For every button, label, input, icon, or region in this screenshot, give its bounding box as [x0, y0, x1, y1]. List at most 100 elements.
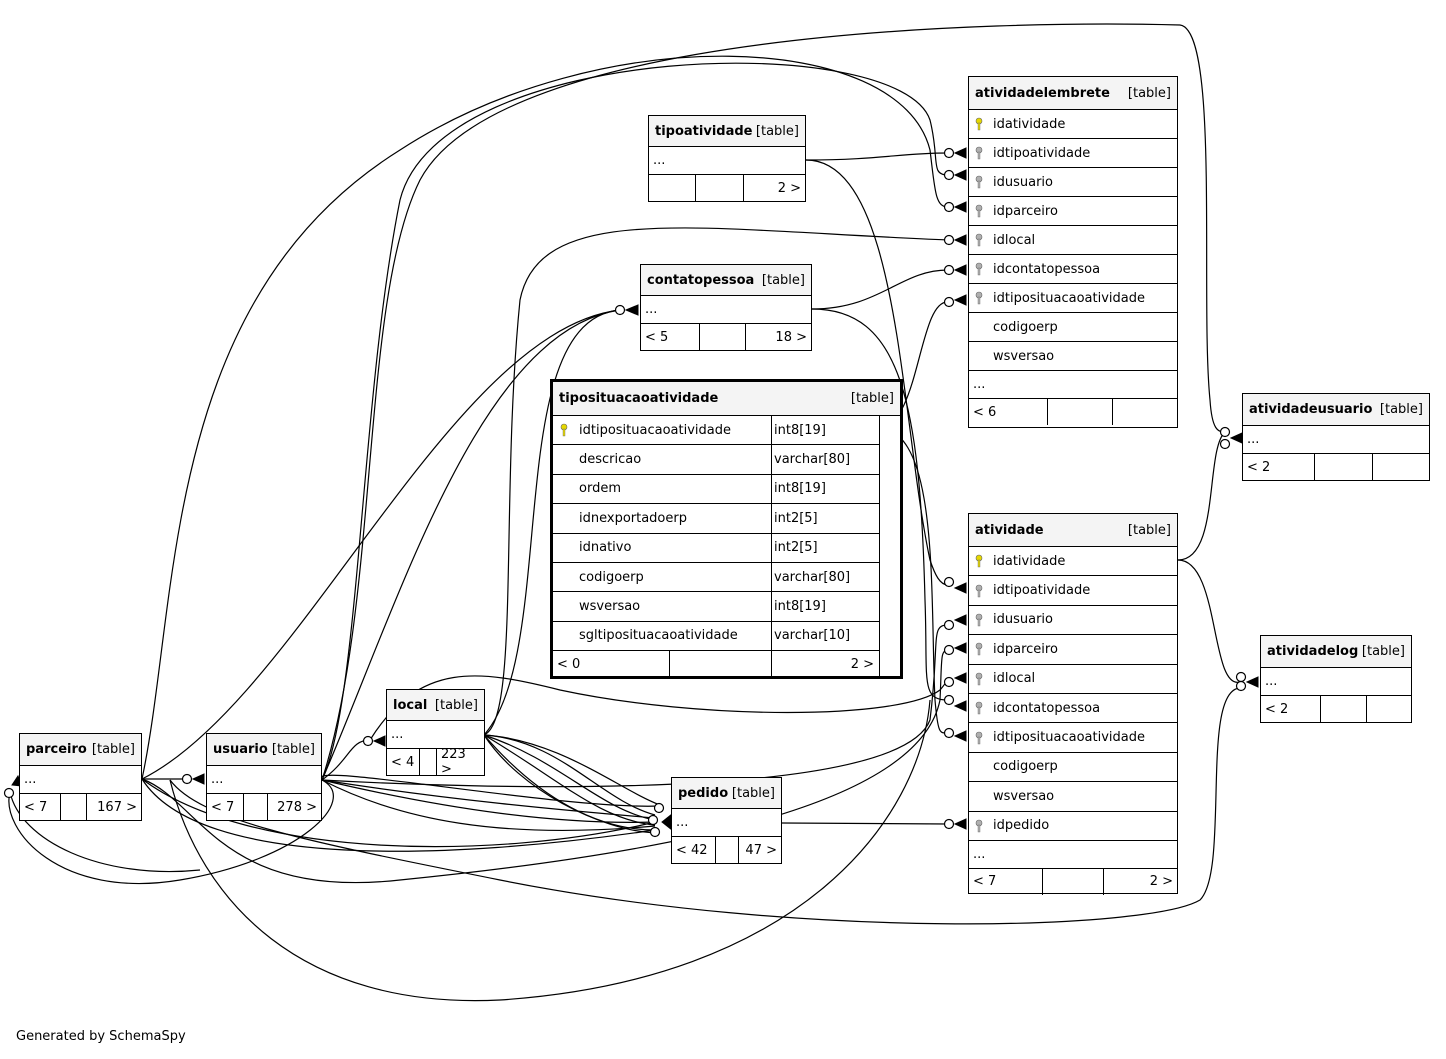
column-row-idtiposituacaoatividade[interactable]: idtiposituacaoatividade: [969, 723, 1177, 753]
column-count: [1321, 696, 1367, 722]
column-row-codigoerp[interactable]: codigoerp: [969, 753, 1177, 783]
column-row-sgltiposituacaoatividade[interactable]: sgltiposituacaoatividade varchar[10]: [553, 621, 879, 652]
table-tiposituacaoatividade[interactable]: tiposituacaoatividade [table] idtipositu…: [550, 379, 903, 679]
foreign-key-icon: [969, 613, 989, 627]
column-type: int8[19]: [774, 422, 826, 438]
child-count: 278 >: [277, 799, 317, 815]
column-row-idusuario[interactable]: idusuario: [969, 168, 1177, 197]
column-row-codigoerp[interactable]: codigoerp varchar[80]: [553, 562, 879, 593]
column-count: [61, 794, 87, 820]
foreign-key-icon: [969, 175, 989, 189]
table-parceiro[interactable]: parceiro [table] ... < 7 167 >: [19, 733, 142, 821]
foreign-key-icon: [969, 642, 989, 656]
column-row-idatividade[interactable]: idatividade: [969, 110, 1177, 139]
table-name: tipoatividade: [655, 123, 753, 139]
primary-key-icon: [969, 554, 989, 568]
table-type: [table]: [1127, 522, 1171, 538]
column-type: varchar[80]: [774, 569, 851, 585]
table-name: parceiro: [26, 742, 87, 757]
table-atividadelog[interactable]: atividadelog [table] ... < 2: [1260, 635, 1412, 723]
column-count: [696, 175, 744, 201]
column-row-codigoerp[interactable]: codigoerp: [969, 313, 1177, 342]
column-row-idtipoatividade[interactable]: idtipoatividade: [969, 576, 1177, 606]
foreign-key-icon: [969, 291, 989, 305]
table-header: usuario [table]: [207, 734, 321, 766]
column-count: [420, 749, 437, 775]
column-name: idtiposituacaoatividade: [993, 290, 1145, 306]
column-row-idpedido[interactable]: idpedido: [969, 812, 1177, 841]
column-row-idusuario[interactable]: idusuario: [969, 606, 1177, 636]
parent-count: < 7: [969, 868, 1043, 895]
column-row-idcontatopessoa[interactable]: idcontatopessoa: [969, 694, 1177, 724]
table-header: pedido [table]: [672, 778, 781, 809]
child-count: [1367, 696, 1411, 722]
table-atividade[interactable]: atividade [table] idatividade idtipoativi…: [968, 513, 1178, 895]
column-name: idtiposituacaoatividade: [579, 422, 731, 438]
table-tipoatividade[interactable]: tipoatividade [table] ... 2 >: [648, 115, 806, 202]
column-row-idtiposituacaoatividade[interactable]: idtiposituacaoatividade int8[19]: [553, 416, 879, 446]
table-name: usuario: [213, 742, 268, 757]
column-name: wsversao: [993, 348, 1055, 364]
column-row-wsversao[interactable]: wsversao: [969, 782, 1177, 812]
column-row-idlocal[interactable]: idlocal: [969, 665, 1177, 694]
table-type: [table]: [1127, 85, 1171, 101]
table-header: local [table]: [387, 690, 484, 721]
child-count: [1113, 399, 1177, 425]
column-row-idparceiro[interactable]: idparceiro: [969, 635, 1177, 665]
parent-count: < 7: [20, 794, 61, 820]
table-header: contatopessoa [table]: [641, 265, 811, 296]
column-name: idtiposituacaoatividade: [993, 730, 1145, 746]
column-row-idcontatopessoa[interactable]: idcontatopessoa: [969, 255, 1177, 284]
parent-count: < 2: [1261, 696, 1321, 722]
child-count: 47 >: [745, 842, 777, 858]
ellipsis: ...: [641, 296, 811, 324]
table-name: local: [393, 697, 428, 713]
column-name: idcontatopessoa: [993, 261, 1101, 277]
foreign-key-icon: [969, 146, 989, 160]
parent-count: < 0: [553, 651, 670, 678]
parent-count: < 2: [1243, 454, 1315, 480]
foreign-key-icon: [969, 731, 989, 745]
child-count: 167 >: [97, 799, 137, 815]
column-type: varchar[10]: [774, 628, 851, 644]
foreign-key-icon: [969, 262, 989, 276]
table-contatopessoa[interactable]: contatopessoa [table] ... < 5 18 >: [640, 264, 812, 351]
parent-count: < 7: [207, 794, 244, 820]
column-row-idparceiro[interactable]: idparceiro: [969, 197, 1177, 226]
column-name: idnativo: [579, 540, 632, 556]
column-name: idpedido: [993, 818, 1050, 834]
column-row-wsversao[interactable]: wsversao: [969, 342, 1177, 371]
foreign-key-icon: [969, 672, 989, 686]
table-name: atividadeusuario: [1249, 402, 1373, 417]
table-type: [table]: [271, 742, 315, 757]
table-header: parceiro [table]: [20, 734, 141, 766]
table-type: [table]: [761, 272, 805, 288]
table-local[interactable]: local [table] ... < 4 223 >: [386, 689, 485, 777]
column-row-idtiposituacaoatividade[interactable]: idtiposituacaoatividade: [969, 284, 1177, 313]
child-count: 2 >: [1149, 874, 1173, 890]
column-name: sgltiposituacaoatividade: [579, 628, 738, 644]
column-row-idatividade[interactable]: idatividade: [969, 547, 1177, 577]
column-row-idlocal[interactable]: idlocal: [969, 226, 1177, 255]
parent-count: [649, 175, 696, 201]
table-pedido[interactable]: pedido [table] ... < 42 47 >: [671, 777, 782, 864]
column-name: idtipoatividade: [993, 583, 1091, 599]
column-name: codigoerp: [579, 569, 644, 585]
ellipsis: ...: [1261, 668, 1411, 696]
column-name: idlocal: [993, 232, 1036, 248]
table-atividadeusuario[interactable]: atividadeusuario [table] ... < 2: [1242, 393, 1430, 481]
generated-by-footer: Generated by SchemaSpy: [16, 1029, 186, 1044]
table-name: atividade: [975, 522, 1044, 538]
column-count: [716, 837, 739, 863]
column-count: [670, 651, 772, 678]
column-row-idtipoatividade[interactable]: idtipoatividade: [969, 139, 1177, 168]
column-type: int8[19]: [774, 599, 826, 615]
table-usuario[interactable]: usuario [table] ... < 7 278 >: [206, 733, 322, 821]
